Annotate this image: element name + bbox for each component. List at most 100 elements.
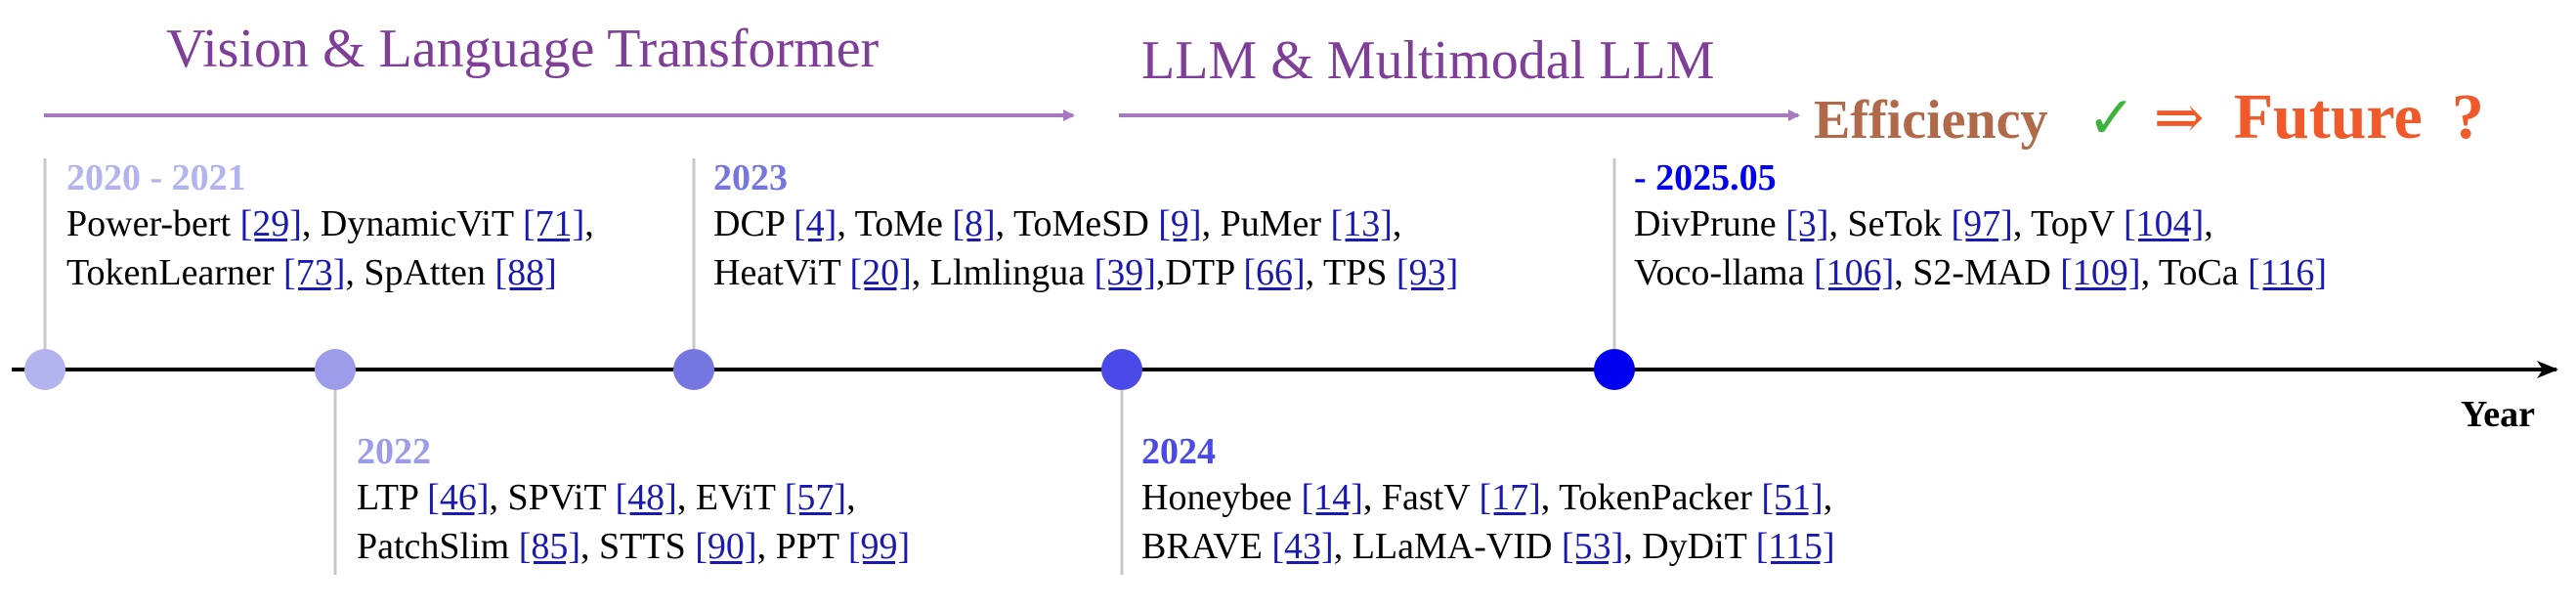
period-2022: 2022 LTP [46], SPViT [48], EViT [57],Pat…	[357, 430, 910, 571]
method-text: TokenLearner	[66, 252, 284, 293]
entry-line: LTP [46], SPViT [48], EViT [57],	[357, 473, 910, 522]
period-entries: LTP [46], SPViT [48], EViT [57],PatchSli…	[357, 473, 910, 571]
citation-link[interactable]: [53]	[1561, 526, 1624, 567]
method-text: , ToCa	[2140, 252, 2249, 293]
method-text: BRAVE	[1141, 526, 1272, 567]
citation-link[interactable]: [43]	[1271, 526, 1334, 567]
question-mark: ?	[2451, 81, 2484, 152]
citation-link[interactable]: [17]	[1479, 477, 1541, 518]
period-2025: - 2025.05 DivPrune [3], SeTok [97], TopV…	[1634, 156, 2327, 297]
implies-arrow-icon: ⇒	[2153, 85, 2205, 152]
citation-link[interactable]: [116]	[2248, 252, 2328, 293]
citation-link[interactable]: [57]	[784, 477, 847, 518]
method-text: PatchSlim	[357, 526, 519, 567]
citation-link[interactable]: [29]	[239, 203, 302, 244]
method-text: , EViT	[676, 477, 785, 518]
citation-link[interactable]: [106]	[1813, 252, 1895, 293]
entry-line: BRAVE [43], LLaMA-VID [53], DyDiT [115]	[1141, 522, 1835, 571]
period-entries: DivPrune [3], SeTok [97], TopV [104],Voc…	[1634, 199, 2327, 297]
method-text: DCP	[713, 203, 794, 244]
entry-line: DivPrune [3], SeTok [97], TopV [104],	[1634, 199, 2327, 248]
citation-link[interactable]: [8]	[952, 203, 996, 244]
method-text: , ToMeSD	[995, 203, 1159, 244]
citation-link[interactable]: [93]	[1395, 252, 1459, 293]
citation-link[interactable]: [85]	[518, 526, 581, 567]
citation-link[interactable]: [3]	[1785, 203, 1829, 244]
method-text: Power-bert	[66, 203, 240, 244]
citation-link[interactable]: [71]	[522, 203, 585, 244]
citation-link[interactable]: [39]	[1094, 252, 1156, 293]
citation-link[interactable]: [13]	[1330, 203, 1393, 244]
method-text: , DynamicViT	[301, 203, 523, 244]
citation-link[interactable]: [90]	[695, 526, 757, 567]
entry-line: TokenLearner [73], SpAtten [88]	[66, 248, 594, 297]
period-label: - 2025.05	[1634, 157, 1777, 198]
method-text: , TokenPacker	[1540, 477, 1762, 518]
method-text: , PPT	[756, 526, 848, 567]
period-entries: DCP [4], ToMe [8], ToMeSD [9], PuMer [13…	[713, 199, 1458, 297]
period-2020-2021: 2020 - 2021 Power-bert [29], DynamicViT …	[66, 156, 594, 297]
entry-line: DCP [4], ToMe [8], ToMeSD [9], PuMer [13…	[713, 199, 1458, 248]
citation-link[interactable]: [104]	[2123, 203, 2205, 244]
method-text: , FastV	[1362, 477, 1480, 518]
efficiency-label: Efficiency	[1814, 90, 2048, 151]
method-text: ,	[1823, 477, 1833, 518]
method-text: , TPS	[1305, 252, 1396, 293]
method-text: , SpAtten	[345, 252, 495, 293]
check-icon: ✓	[2086, 86, 2136, 151]
method-text: LTP	[357, 477, 428, 518]
period-label: 2020 - 2021	[66, 157, 246, 198]
axis-label-year: Year	[2461, 394, 2535, 435]
citation-link[interactable]: [46]	[427, 477, 490, 518]
dot-2025	[1594, 349, 1635, 390]
citation-link[interactable]: [9]	[1158, 203, 1202, 244]
method-text: , S2-MAD	[1894, 252, 2061, 293]
method-text: DivPrune	[1634, 203, 1786, 244]
entry-line: Power-bert [29], DynamicViT [71],	[66, 199, 594, 248]
era-title-llm-multimodal: LLM & Multimodal LLM	[1141, 30, 1715, 91]
method-text: , DyDiT	[1623, 526, 1756, 567]
dot-2020-2021	[24, 349, 65, 390]
entry-line: Honeybee [14], FastV [17], TokenPacker […	[1141, 473, 1835, 522]
method-text: HeatViT	[713, 252, 850, 293]
method-text: , SeTok	[1828, 203, 1952, 244]
method-text: , LLaMA-VID	[1333, 526, 1562, 567]
method-text: ,	[2204, 203, 2213, 244]
citation-link[interactable]: [99]	[847, 526, 911, 567]
period-entries: Honeybee [14], FastV [17], TokenPacker […	[1141, 473, 1835, 571]
citation-link[interactable]: [20]	[849, 252, 912, 293]
period-label: 2023	[713, 157, 788, 198]
period-label: 2022	[357, 431, 431, 472]
method-text: , ToMe	[837, 203, 953, 244]
method-text: , TopV	[2012, 203, 2124, 244]
method-text: ,	[584, 203, 594, 244]
method-text: , SPViT	[489, 477, 616, 518]
citation-link[interactable]: [14]	[1301, 477, 1363, 518]
citation-link[interactable]: [109]	[2060, 252, 2141, 293]
citation-link[interactable]: [73]	[283, 252, 346, 293]
method-text: , STTS	[580, 526, 696, 567]
citation-link[interactable]: [4]	[794, 203, 837, 244]
period-entries: Power-bert [29], DynamicViT [71],TokenLe…	[66, 199, 594, 297]
method-text: Honeybee	[1141, 477, 1302, 518]
era-title-vision-language: Vision & Language Transformer	[166, 19, 880, 79]
citation-link[interactable]: [88]	[494, 252, 557, 293]
citation-link[interactable]: [48]	[615, 477, 677, 518]
method-text: , PuMer	[1201, 203, 1331, 244]
method-text: ,	[846, 477, 856, 518]
method-text: ,	[1392, 203, 1402, 244]
dot-2022	[315, 349, 356, 390]
citation-link[interactable]: [97]	[1951, 203, 2013, 244]
citation-link[interactable]: [115]	[1755, 526, 1835, 567]
citation-link[interactable]: [51]	[1761, 477, 1824, 518]
future-label: Future	[2233, 81, 2423, 152]
citation-link[interactable]: [66]	[1243, 252, 1306, 293]
dot-2023	[673, 349, 714, 390]
period-label: 2024	[1141, 431, 1216, 472]
entry-line: HeatViT [20], Llmlingua [39],DTP [66], T…	[713, 248, 1458, 297]
efficiency-future-banner: Efficiency ✓ ⇒ Future ?	[1814, 80, 2484, 154]
dot-2024	[1101, 349, 1142, 390]
entry-line: PatchSlim [85], STTS [90], PPT [99]	[357, 522, 910, 571]
period-2023: 2023 DCP [4], ToMe [8], ToMeSD [9], PuMe…	[713, 156, 1458, 297]
